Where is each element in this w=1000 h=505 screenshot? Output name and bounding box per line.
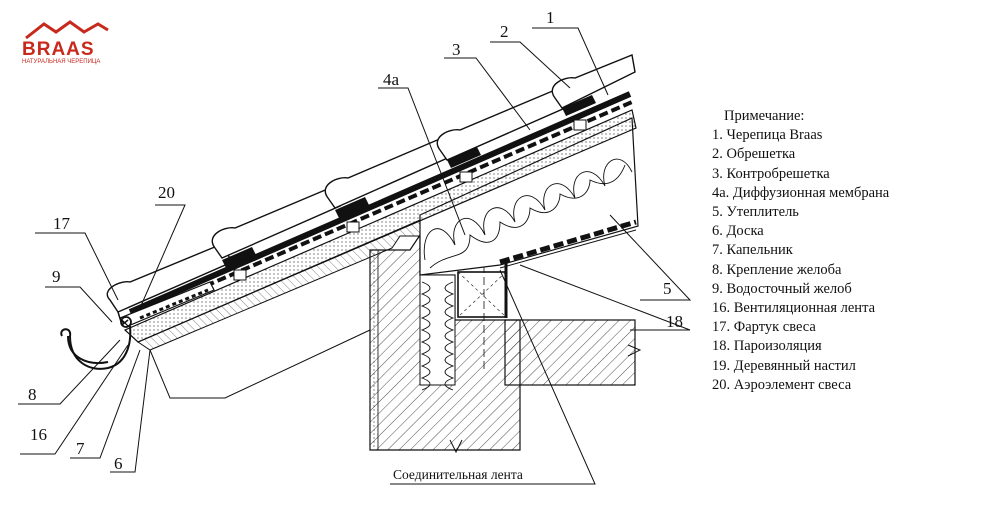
legend-item: 17. Фартук свеса bbox=[712, 319, 816, 336]
legend: Примечание: 1. Черепица Braas 2. Обрешет… bbox=[712, 107, 889, 395]
callout-3: 3 bbox=[452, 40, 461, 59]
legend-item: 20. Аэроэлемент свеса bbox=[712, 376, 852, 393]
roof-mark-icon bbox=[25, 20, 109, 40]
tile-clips bbox=[222, 95, 596, 268]
wall-insulation bbox=[419, 274, 456, 391]
callout-8: 8 bbox=[28, 385, 37, 404]
callout-5: 5 bbox=[663, 279, 672, 298]
callout-2: 2 bbox=[500, 22, 509, 41]
callout-18: 18 bbox=[666, 312, 683, 331]
callout-1: 1 bbox=[546, 8, 555, 27]
legend-item: 19. Деревянный настил bbox=[712, 357, 856, 374]
leader-lines bbox=[18, 27, 692, 485]
legend-item: 7. Капельник bbox=[712, 242, 793, 259]
vapor-barrier bbox=[499, 219, 637, 318]
callout-17: 17 bbox=[53, 214, 70, 233]
legend-item: 4а. Диффузионная мембрана bbox=[712, 184, 890, 201]
legend-item: 6. Доска bbox=[712, 223, 764, 240]
battens bbox=[233, 119, 587, 281]
floor-slab bbox=[504, 319, 642, 386]
brand-tagline: НАТУРАЛЬНАЯ ЧЕРЕПИЦА bbox=[22, 59, 101, 65]
legend-title: Примечание: bbox=[724, 108, 805, 124]
brand-name: BRAAS bbox=[22, 39, 95, 60]
legend-item: 16. Вентиляционная лента bbox=[712, 300, 876, 317]
legend-item: 18. Пароизоляция bbox=[712, 338, 822, 355]
legend-item: 9. Водосточный желоб bbox=[712, 280, 852, 297]
gutter bbox=[60, 316, 132, 370]
soffit-line bbox=[149, 329, 371, 399]
connecting-tape-label: Соединительная лента bbox=[393, 467, 523, 482]
legend-item: 3. Контробрешетка bbox=[712, 165, 830, 182]
callout-4a: 4а bbox=[383, 70, 400, 89]
legend-item: 2. Обрешетка bbox=[712, 146, 796, 163]
counter-batten bbox=[128, 91, 632, 315]
legend-item: 1. Черепица Braas bbox=[712, 127, 823, 144]
eave-elements bbox=[117, 281, 215, 327]
legend-item: 5. Утеплитель bbox=[712, 204, 799, 221]
legend-item: 8. Крепление желоба bbox=[712, 261, 842, 278]
roof-tiles bbox=[106, 54, 636, 313]
callout-7: 7 bbox=[76, 439, 85, 458]
callout-16: 16 bbox=[30, 425, 47, 444]
callout-20: 20 bbox=[158, 183, 175, 202]
braas-logo: BRAAS НАТУРАЛЬНАЯ ЧЕРЕПИЦА bbox=[22, 18, 112, 68]
callout-6: 6 bbox=[114, 454, 123, 473]
callout-9: 9 bbox=[52, 267, 61, 286]
